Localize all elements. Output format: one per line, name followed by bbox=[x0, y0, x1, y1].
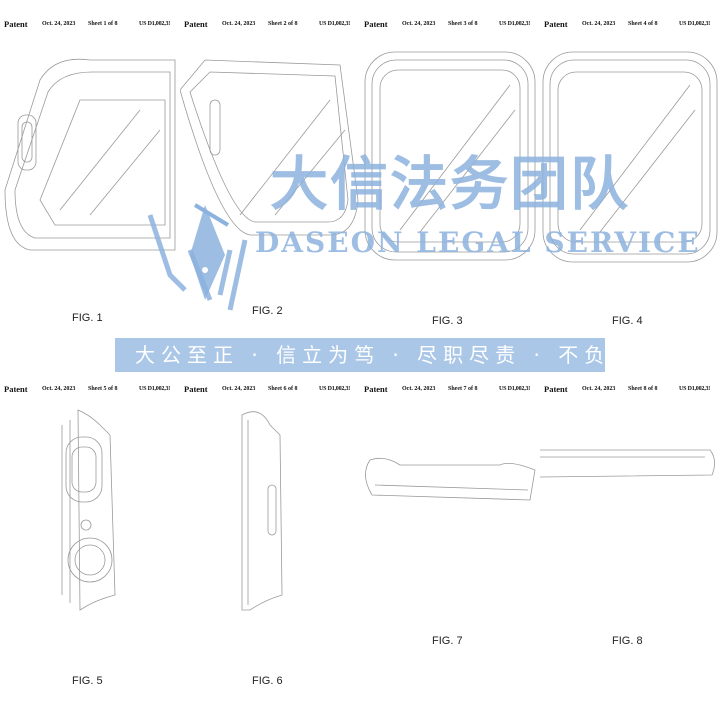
fig-8-drawing bbox=[540, 449, 715, 478]
patent-number: US D1,002,3! bbox=[679, 386, 711, 392]
patent-number: US D1,002,3! bbox=[679, 21, 711, 27]
fig-4-drawing bbox=[542, 51, 718, 263]
sheet-3: Patent Oct. 24, 2023 Sheet 3 of 8 US D1,… bbox=[360, 0, 540, 360]
fig-7-drawing bbox=[365, 457, 536, 501]
sheet-number: Sheet 8 of 8 bbox=[628, 386, 658, 392]
sheet-number: Sheet 4 of 8 bbox=[628, 21, 658, 27]
sheet-number: Sheet 7 of 8 bbox=[448, 386, 478, 392]
figure-label: FIG. 7 bbox=[432, 635, 463, 647]
sheet-header: Patent Oct. 24, 2023 Sheet 3 of 8 US D1,… bbox=[360, 19, 540, 34]
figure-label: FIG. 2 bbox=[252, 305, 283, 317]
sheet-header: Patent Oct. 24, 2023 Sheet 5 of 8 US D1,… bbox=[0, 384, 180, 399]
patent-number: US D1,002,3! bbox=[499, 21, 531, 27]
sheet-number: Sheet 6 of 8 bbox=[268, 386, 298, 392]
figure-label: FIG. 6 bbox=[252, 675, 283, 687]
sheet-header: Patent Oct. 24, 2023 Sheet 2 of 8 US D1,… bbox=[180, 19, 360, 34]
sheet-6: Patent Oct. 24, 2023 Sheet 6 of 8 US D1,… bbox=[180, 365, 360, 725]
fig-1-drawing bbox=[4, 58, 176, 251]
patent-date: Oct. 24, 2023 bbox=[42, 21, 76, 27]
patent-label: Patent bbox=[544, 384, 568, 394]
sheet-header: Patent Oct. 24, 2023 Sheet 8 of 8 US D1,… bbox=[540, 384, 720, 399]
patent-number: US D1,002,3! bbox=[139, 386, 171, 392]
fig-6-drawing bbox=[241, 411, 283, 611]
figure-label: FIG. 1 bbox=[72, 312, 103, 324]
fig-2-drawing bbox=[180, 59, 359, 236]
patent-number: US D1,002,3! bbox=[319, 21, 351, 27]
fig-3-drawing bbox=[364, 51, 536, 261]
figure-label: FIG. 5 bbox=[72, 675, 103, 687]
patent-label: Patent bbox=[184, 19, 208, 29]
sheet-number: Sheet 2 of 8 bbox=[268, 21, 298, 27]
patent-number: US D1,002,3! bbox=[139, 21, 171, 27]
patent-date: Oct. 24, 2023 bbox=[402, 386, 436, 392]
patent-label: Patent bbox=[4, 384, 28, 394]
patent-label: Patent bbox=[4, 19, 28, 29]
sheet-4: Patent Oct. 24, 2023 Sheet 4 of 8 US D1,… bbox=[540, 0, 720, 360]
sheet-number: Sheet 5 of 8 bbox=[88, 386, 118, 392]
patent-label: Patent bbox=[364, 384, 388, 394]
sheet-5: Patent Oct. 24, 2023 Sheet 5 of 8 US D1,… bbox=[0, 365, 180, 725]
patent-label: Patent bbox=[544, 19, 568, 29]
sheet-8: Patent Oct. 24, 2023 Sheet 8 of 8 US D1,… bbox=[540, 365, 720, 725]
sheet-header: Patent Oct. 24, 2023 Sheet 1 of 8 US D1,… bbox=[0, 19, 180, 34]
sheet-header: Patent Oct. 24, 2023 Sheet 4 of 8 US D1,… bbox=[540, 19, 720, 34]
figure-label: FIG. 3 bbox=[432, 315, 463, 327]
figure-label: FIG. 8 bbox=[612, 635, 643, 647]
sheet-2: Patent Oct. 24, 2023 Sheet 2 of 8 US D1,… bbox=[180, 0, 360, 360]
patent-number: US D1,002,3! bbox=[499, 386, 531, 392]
patent-number: US D1,002,3! bbox=[319, 386, 351, 392]
patent-date: Oct. 24, 2023 bbox=[222, 21, 256, 27]
patent-date: Oct. 24, 2023 bbox=[582, 21, 616, 27]
sheet-1: Patent Oct. 24, 2023 Sheet 1 of 8 US D1,… bbox=[0, 0, 180, 360]
patent-date: Oct. 24, 2023 bbox=[402, 21, 436, 27]
sheet-header: Patent Oct. 24, 2023 Sheet 7 of 8 US D1,… bbox=[360, 384, 540, 399]
patent-date: Oct. 24, 2023 bbox=[42, 386, 76, 392]
patent-date: Oct. 24, 2023 bbox=[582, 386, 616, 392]
sheet-7: Patent Oct. 24, 2023 Sheet 7 of 8 US D1,… bbox=[360, 365, 540, 725]
sheet-number: Sheet 3 of 8 bbox=[448, 21, 478, 27]
patent-label: Patent bbox=[184, 384, 208, 394]
patent-date: Oct. 24, 2023 bbox=[222, 386, 256, 392]
sheet-header: Patent Oct. 24, 2023 Sheet 6 of 8 US D1,… bbox=[180, 384, 360, 399]
patent-label: Patent bbox=[364, 19, 388, 29]
fig-5-drawing bbox=[61, 409, 116, 611]
figure-label: FIG. 4 bbox=[612, 315, 643, 327]
sheet-number: Sheet 1 of 8 bbox=[88, 21, 118, 27]
